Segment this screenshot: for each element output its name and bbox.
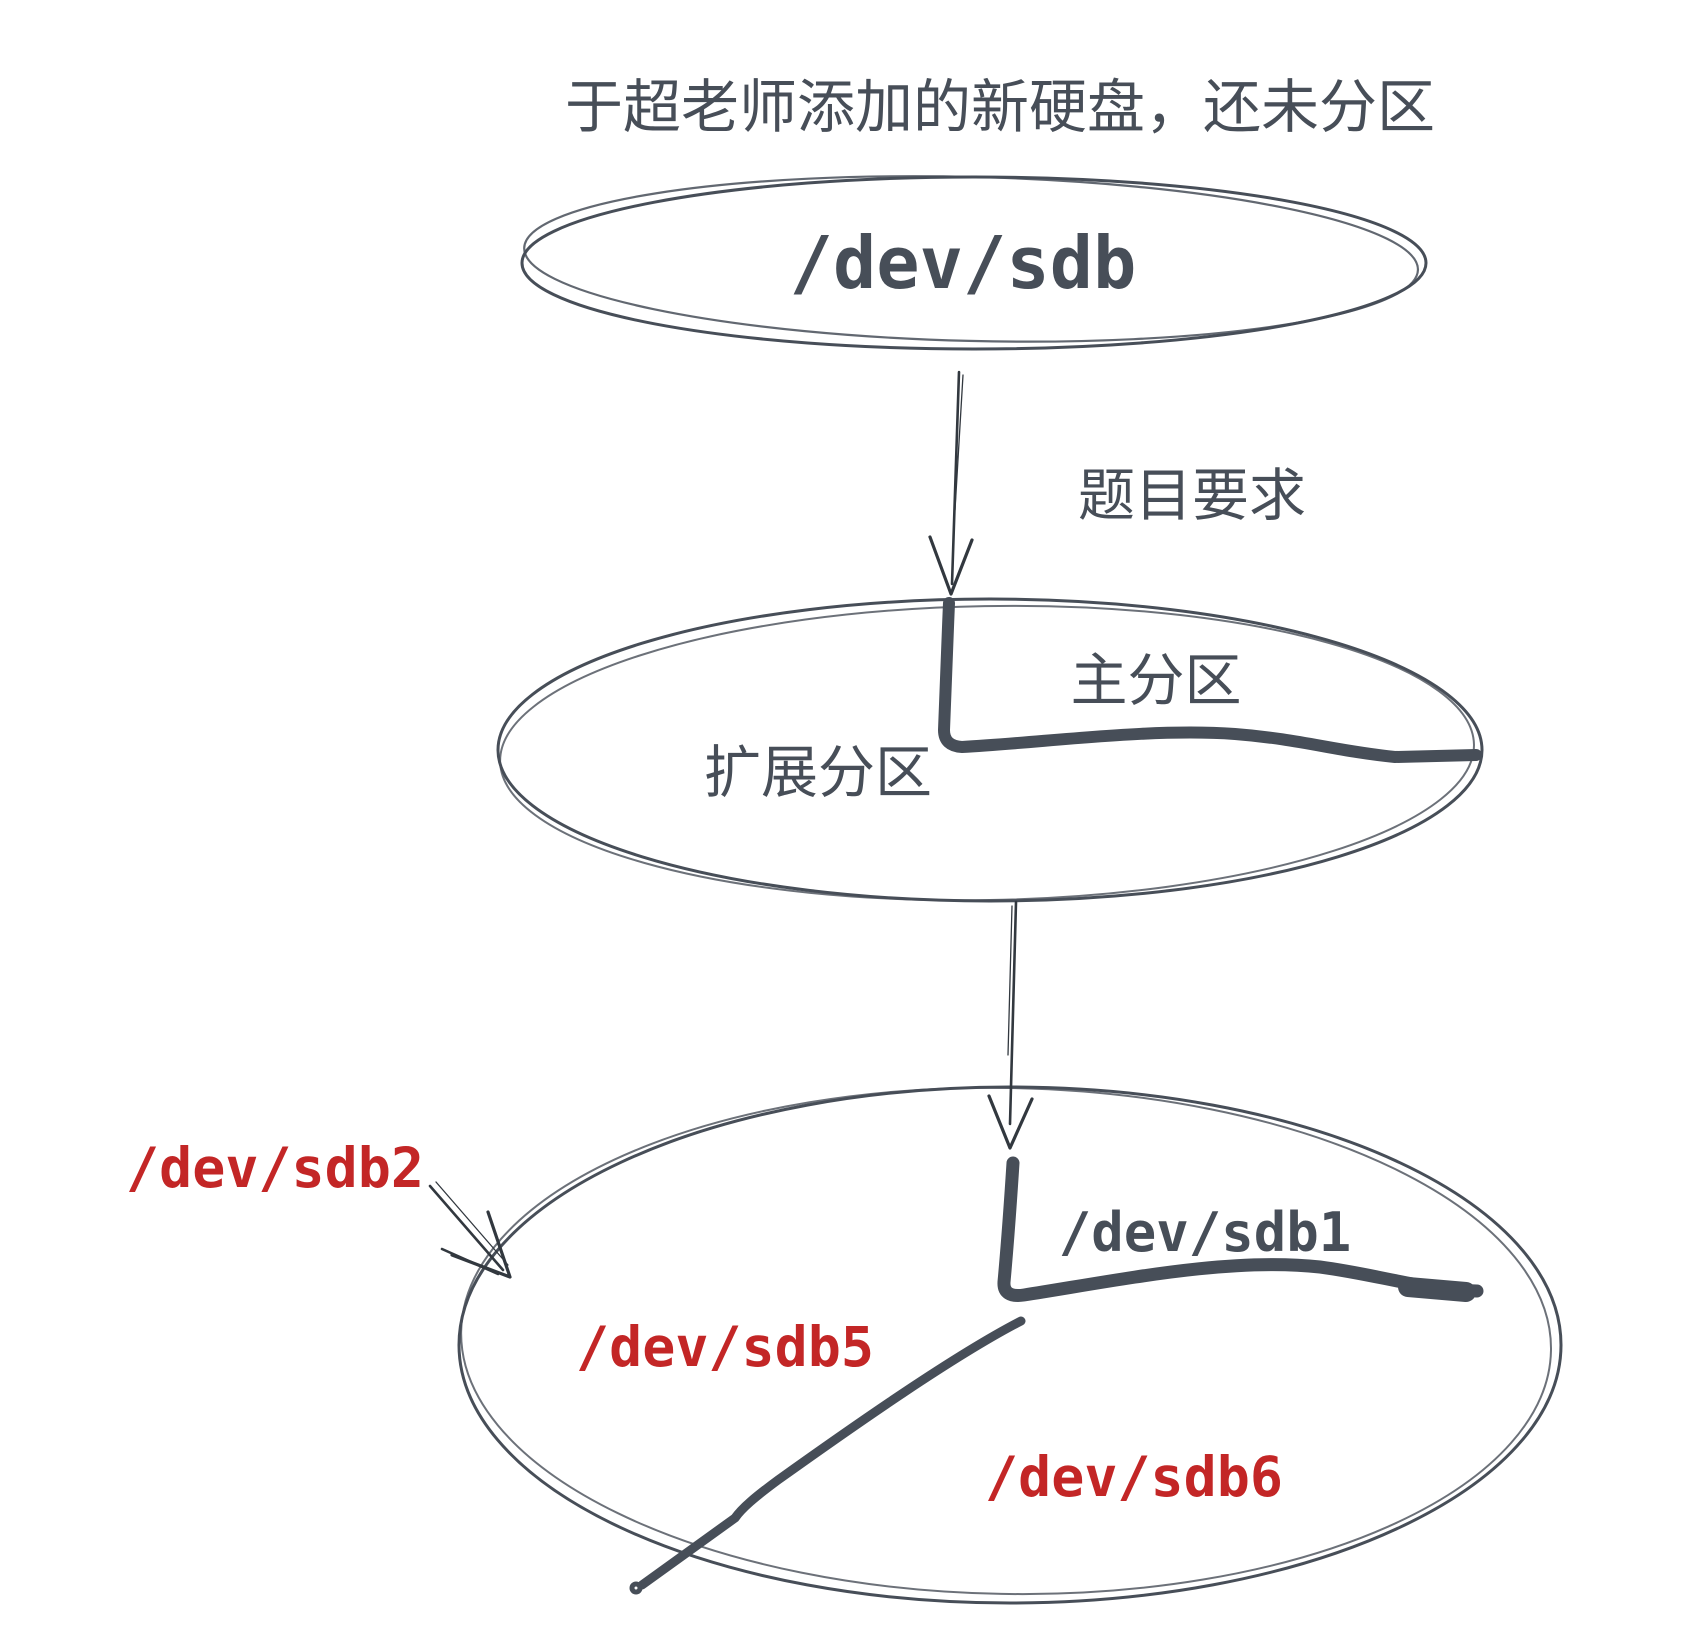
sdb1-divider-line <box>997 1156 1484 1302</box>
divider-end-dot <box>629 1581 643 1595</box>
sdb6-label: /dev/sdb6 <box>985 1445 1283 1509</box>
sdb2-label: /dev/sdb2 <box>126 1136 424 1200</box>
sdb5-sdb6-divider-line <box>637 1316 1026 1590</box>
partition-divider-line <box>938 597 1482 763</box>
disk-ellipse-sketch-pass <box>523 175 1420 343</box>
sdb2-pointer-arrow <box>428 1181 512 1279</box>
red-labels: /dev/sdb2 /dev/sdb5 /dev/sdb6 <box>126 1136 1283 1509</box>
partition-ellipse-sketch-pass <box>499 604 1475 902</box>
sdb1-divider-thick-blob <box>1398 1277 1476 1302</box>
arrow-down-2 <box>987 900 1034 1150</box>
arrow-down-1 <box>928 370 974 596</box>
primary-partition-label: 主分区 <box>1071 649 1242 713</box>
sdb5-label: /dev/sdb5 <box>576 1315 874 1379</box>
extended-partition-label: 扩展分区 <box>704 741 932 805</box>
ink-labels: 于超老师添加的新硬盘，还未分区 /dev/sdb 题目要求 主分区 扩展分区 /… <box>565 75 1435 1264</box>
diagram-title: 于超老师添加的新硬盘，还未分区 <box>565 75 1435 140</box>
requirement-label: 题目要求 <box>1078 464 1306 528</box>
arrows <box>428 370 1034 1279</box>
sdb1-label: /dev/sdb1 <box>1059 1201 1352 1264</box>
ink-shapes <box>457 175 1563 1605</box>
disk-label: /dev/sdb <box>790 221 1137 305</box>
